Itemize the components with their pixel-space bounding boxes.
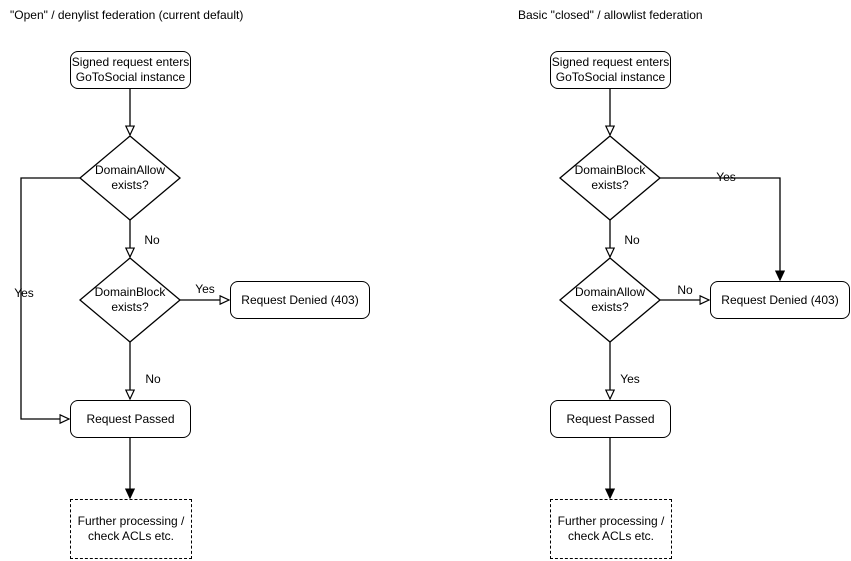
right-decision1-yes-label: Yes	[716, 170, 736, 184]
right-start-line2: GoToSocial instance	[555, 70, 666, 84]
right-decision1-label: DomainBlock exists?	[574, 163, 646, 192]
left-further-line1: Further processing /	[77, 514, 185, 528]
right-decision1-diamond-shape	[558, 135, 662, 221]
left-decision1-no-label: No	[144, 233, 160, 247]
left-decision2-yes-label: Yes	[195, 282, 215, 296]
right-flow-title: Basic "closed" / allowlist federation	[518, 8, 703, 22]
right-further-node: Further processing / check ACLs etc.	[550, 499, 672, 559]
right-decision2-label: DomainAllow exists?	[574, 285, 646, 314]
left-decision1-diamond-shape	[78, 135, 182, 221]
right-decision1-no-label: No	[624, 233, 640, 247]
left-decision2-label: DomainBlock exists?	[94, 285, 166, 314]
right-further-line2: check ACLs etc.	[567, 529, 655, 543]
right-decision2-yes-label: Yes	[620, 372, 640, 386]
right-start-line1: Signed request enters	[551, 55, 670, 69]
right-denied-node: Request Denied (403)	[710, 281, 850, 319]
left-start-node: Signed request enters GoToSocial instanc…	[70, 51, 191, 89]
right-further-line1: Further processing /	[557, 514, 665, 528]
left-flow-title: "Open" / denylist federation (current de…	[10, 8, 244, 22]
left-passed-node: Request Passed	[70, 400, 191, 438]
right-decision2-diamond-shape	[558, 257, 662, 343]
left-decision2-diamond-shape	[78, 257, 182, 343]
left-decision2-no-label: No	[145, 372, 161, 386]
left-decision1-label: DomainAllow exists?	[94, 163, 166, 192]
left-start-line2: GoToSocial instance	[75, 70, 186, 84]
left-further-node: Further processing / check ACLs etc.	[70, 499, 192, 559]
right-start-node: Signed request enters GoToSocial instanc…	[550, 51, 671, 89]
left-denied-node: Request Denied (403)	[230, 281, 370, 319]
right-decision2-no-label: No	[677, 283, 693, 297]
right-passed-node: Request Passed	[550, 400, 671, 438]
left-decision1-yes-label: Yes	[14, 286, 34, 300]
left-start-line1: Signed request enters	[71, 55, 190, 69]
left-edge-decision1-yes-to-passed	[20, 177, 80, 419]
right-edge-decision1-yes-to-denied	[660, 177, 780, 280]
left-further-line2: check ACLs etc.	[87, 529, 175, 543]
